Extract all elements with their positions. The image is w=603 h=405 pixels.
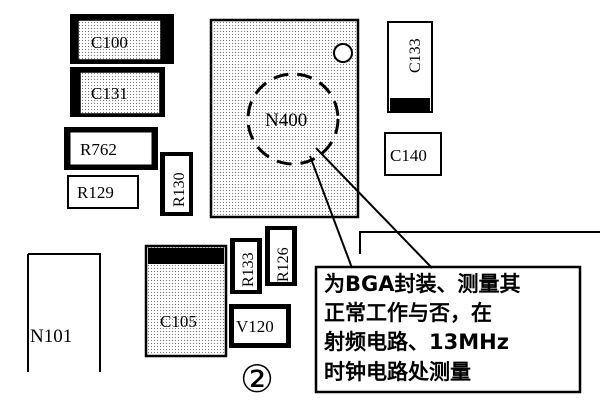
resistor-r130: R130 [160,152,193,216]
transistor-v120: V120 [229,304,291,348]
partial-component-edge [359,231,600,254]
label-n101: N101 [30,326,72,347]
chip-n101: N101 [27,253,101,372]
capacitor-c131: C131 [70,67,165,117]
label-n400: N400 [265,110,307,131]
label-c131: C131 [91,84,128,103]
callout-box: 为BGA封装、测量其 正常工作与否，在 射频电路、13MHz 时钟电路处测量 [314,265,582,394]
label-r133: R133 [240,252,257,287]
callout-pointer [309,147,433,269]
resistor-r762: R762 [64,127,158,170]
label-c100: C100 [91,33,128,52]
label-c105: C105 [160,312,197,331]
resistor-r133: R133 [230,238,262,294]
label-c133: C133 [407,38,424,73]
label-r130: R130 [171,172,188,207]
callout-line-2: 正常工作与否，在 [324,301,492,325]
callout-line-3: 射频电路、13MHz [323,330,509,354]
label-c140: C140 [390,146,427,165]
callout-line-4: 时钟电路处测量 [324,360,471,384]
figure-number: ② [240,357,274,401]
resistor-r129: R129 [67,175,139,209]
capacitor-c105: C105 [144,244,228,358]
capacitor-c100: C100 [70,14,174,64]
label-r762: R762 [80,140,117,159]
resistor-r126: R126 [265,226,297,286]
chip-n400: N400 [209,18,360,219]
label-r129: R129 [77,183,114,202]
capacitor-c133: C133 [387,21,433,113]
label-r126: R126 [275,247,292,282]
callout-line-1: 为BGA封装、测量其 [324,272,521,296]
label-v120: V120 [236,317,274,336]
capacitor-c140: C140 [384,132,442,176]
